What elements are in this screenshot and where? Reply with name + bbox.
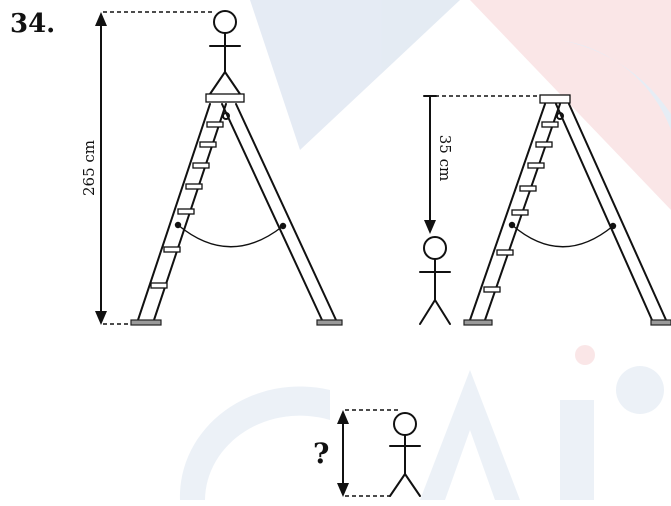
question-number: 34. [10,9,55,39]
arrow-down-icon [337,483,349,497]
stick-figure-tall [209,10,241,95]
watermark [179,0,671,500]
arrow-down-icon [424,220,436,234]
left-height-label: 265 cm [80,140,98,196]
left-figure: 265 cm [80,10,343,326]
ladder-left [130,93,343,326]
arrow-down-icon [95,311,107,325]
unknown-height-label: ? [313,437,329,470]
right-gap-label: 35 cm [436,135,454,181]
arrow-up-icon [95,12,107,26]
stick-figure-short [419,236,451,325]
ladder-right [463,94,671,326]
arrow-up-icon [337,410,349,424]
stick-figure-bottom [389,412,421,497]
bottom-figure: ? [313,409,421,497]
right-figure: 35 cm [419,94,671,326]
